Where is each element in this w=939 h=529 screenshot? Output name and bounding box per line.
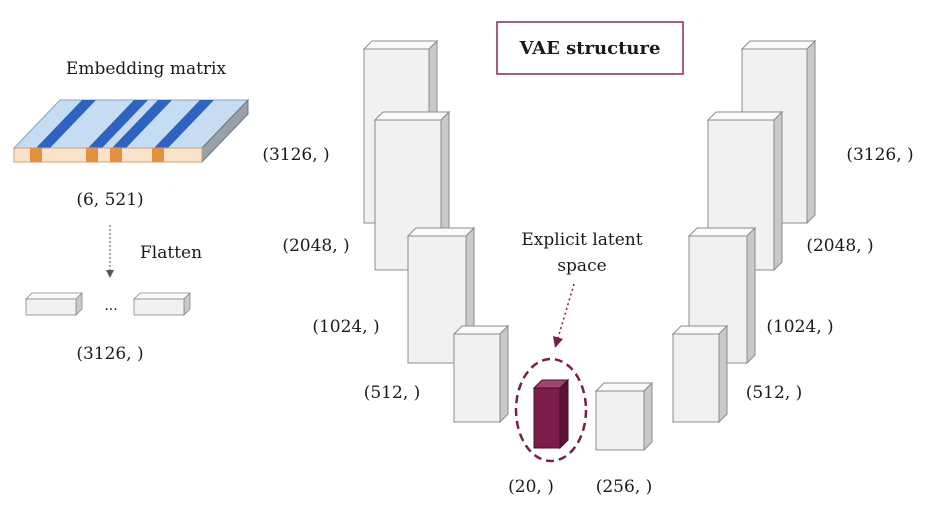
block-top — [687, 227, 757, 237]
flat-seg-top — [133, 292, 191, 300]
decoder-input-block — [594, 381, 654, 452]
latent-block-front — [533, 387, 561, 449]
block-side — [746, 226, 756, 365]
block-side — [643, 381, 653, 452]
decoder-label-1024: (1024, ) — [766, 317, 833, 337]
latent-block — [532, 378, 570, 450]
block-top — [452, 325, 510, 335]
block-front — [453, 333, 501, 423]
matrix-stripe — [112, 100, 172, 148]
encoder-label-512: (512, ) — [364, 383, 421, 403]
matrix-cell — [30, 148, 42, 162]
encoder-label-1024: (1024, ) — [312, 317, 379, 337]
matrix-stripe — [36, 100, 96, 148]
flat-seg-front — [133, 298, 185, 316]
block-top — [706, 111, 784, 121]
title-text: VAE structure — [519, 38, 661, 59]
embedding-matrix: Embedding matrix (6, 521) — [12, 59, 250, 210]
decoder-input: (256, ) — [594, 381, 654, 497]
block-top — [362, 40, 439, 50]
latent-dashed-ellipse — [514, 357, 588, 463]
flatten-arrow-head — [106, 270, 114, 278]
block-top — [594, 382, 654, 392]
matrix-cell — [110, 148, 122, 162]
block-side — [499, 324, 509, 424]
block-top — [373, 111, 451, 121]
flatten-label: Flatten — [140, 243, 202, 263]
title-box: VAE structure — [496, 21, 684, 75]
matrix-cell — [86, 148, 98, 162]
block-front — [672, 333, 720, 423]
block-side — [806, 39, 816, 225]
latent-annotation-line1: Explicit latent — [521, 230, 642, 250]
encoder: (3126, ) (2048, ) (1024, ) (512, ) — [262, 39, 510, 424]
latent-pointer-line — [557, 283, 575, 339]
matrix-stripe — [88, 100, 148, 148]
flat-ellipsis: ... — [104, 298, 117, 314]
matrix-front-face — [13, 147, 203, 163]
encoder-label-2048: (2048, ) — [282, 236, 349, 256]
title-border — [496, 21, 684, 75]
embedding-matrix-label: Embedding matrix — [66, 59, 227, 79]
decoder-label-512: (512, ) — [746, 383, 803, 403]
flat-seg-front — [25, 298, 77, 316]
latent-annotation-line2: space — [557, 256, 606, 276]
block-side — [718, 324, 728, 424]
flattened-shape-label: (3126, ) — [76, 344, 143, 364]
flat-seg-top — [25, 292, 83, 300]
block-side — [773, 110, 783, 272]
block-top — [671, 325, 729, 335]
latent-shape-label: (20, ) — [508, 477, 554, 497]
decoder-label-2048: (2048, ) — [806, 236, 873, 256]
block-top — [740, 40, 817, 50]
flatten-arrow: Flatten — [106, 225, 202, 278]
matrix-cell — [152, 148, 164, 162]
encoder-label-3126: (3126, ) — [262, 145, 329, 165]
block-front — [595, 390, 645, 451]
matrix-stripe — [154, 100, 214, 148]
latent-block-side — [559, 378, 569, 450]
decoder-label-3126: (3126, ) — [846, 145, 913, 165]
latent-space: Explicit latent space (20, ) — [508, 230, 643, 497]
decoder-layer-block — [671, 324, 729, 424]
latent-pointer-head — [553, 336, 563, 348]
decoder: (3126, ) (2048, ) (1024, ) (512, ) — [671, 39, 914, 424]
encoder-layer-block — [452, 324, 510, 424]
decoder-input-shape-label: (256, ) — [596, 477, 653, 497]
flattened-vector: ... (3126, ) — [25, 292, 191, 364]
block-top — [406, 227, 476, 237]
embedding-shape-label: (6, 521) — [76, 190, 143, 210]
